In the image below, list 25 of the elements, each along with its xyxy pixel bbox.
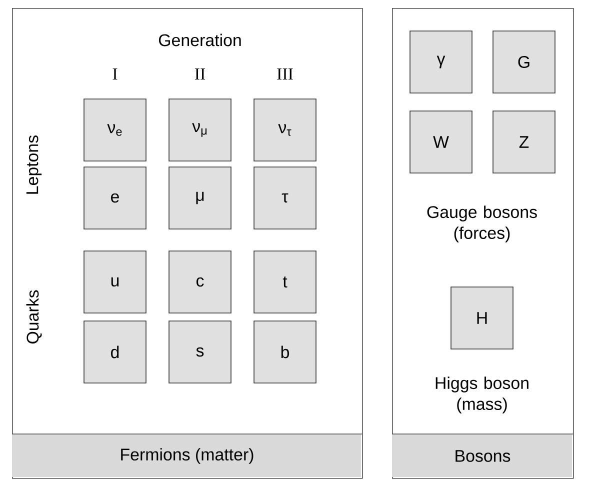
particle-box: ν$_{e}$	[84, 98, 146, 162]
label: I	[112, 68, 118, 80]
label: Generation	[158, 34, 241, 46]
particle-box: u	[84, 250, 146, 314]
particle-box: c	[168, 250, 232, 314]
axis-label: Quarks	[26, 290, 42, 344]
label: III	[277, 68, 293, 80]
particle-box: Z	[492, 110, 556, 174]
particle-box: ν$_{τ}$	[254, 98, 316, 162]
particle-box: s	[168, 320, 232, 384]
particle-box: G	[492, 30, 556, 94]
label: Gauge bosons (forces)	[427, 206, 537, 242]
particle-box: μ	[168, 166, 232, 230]
label: II	[194, 68, 206, 80]
particle-box: b	[254, 320, 316, 384]
particle-box: t	[254, 250, 316, 314]
particle-box: W	[410, 110, 472, 174]
particle-box: H	[450, 286, 514, 350]
particle-box: τ	[254, 166, 316, 230]
particle-box: d	[84, 320, 146, 384]
axis-label: Leptons	[26, 135, 42, 194]
particle-box: ν$_{μ}$	[168, 98, 232, 162]
particle-box: e	[84, 166, 146, 230]
particle-box: γ	[410, 30, 472, 94]
label: Higgs boson (mass)	[436, 376, 528, 414]
